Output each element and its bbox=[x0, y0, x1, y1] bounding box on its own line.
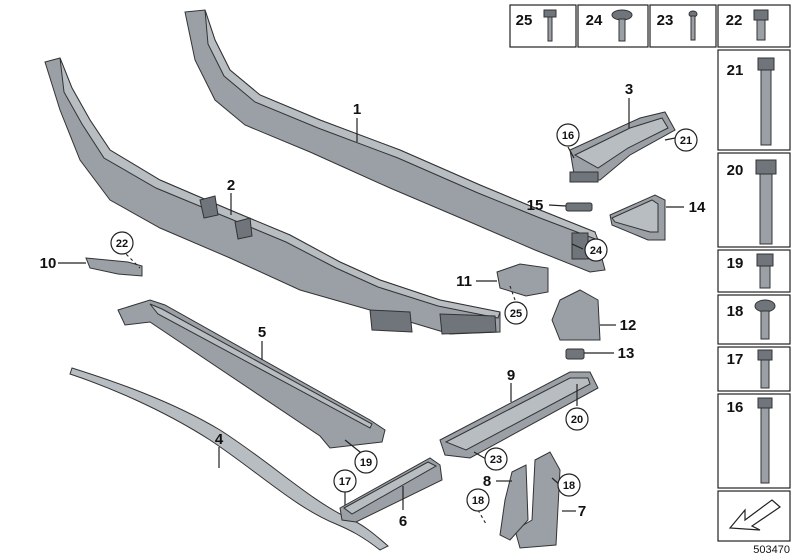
circled-ref-22: 22 bbox=[116, 238, 128, 250]
callout-10: 10 bbox=[40, 255, 57, 272]
fastener-22-number: 22 bbox=[726, 12, 743, 29]
part-7-bracket bbox=[514, 451, 561, 549]
fastener-20-number: 20 bbox=[727, 162, 744, 179]
screw-25-icon bbox=[543, 9, 557, 42]
callout-11: 11 bbox=[456, 273, 472, 290]
part-14-bracket bbox=[609, 194, 666, 241]
fastener-18-number: 18 bbox=[727, 303, 744, 320]
part-5-cross-member bbox=[117, 299, 386, 449]
arrow-icon bbox=[728, 499, 781, 531]
part-12-bracket bbox=[551, 289, 601, 341]
bolt-21-icon bbox=[757, 57, 775, 146]
part-13-clip bbox=[565, 348, 585, 360]
circled-ref-16: 16 bbox=[562, 130, 574, 142]
circled-ref-21: 21 bbox=[680, 135, 692, 147]
circled-ref-19: 19 bbox=[360, 457, 372, 469]
part-10-bracket bbox=[85, 257, 143, 277]
part-3-bracket bbox=[569, 111, 676, 183]
bolt-22-icon bbox=[753, 9, 769, 41]
fastener-16-number: 16 bbox=[727, 399, 744, 416]
part-8-bracket bbox=[499, 464, 529, 541]
circled-ref-24: 24 bbox=[590, 245, 603, 257]
callout-7: 7 bbox=[578, 503, 586, 520]
callout-6: 6 bbox=[399, 513, 407, 530]
circled-ref-17: 17 bbox=[339, 476, 351, 488]
bolt-17-icon bbox=[757, 349, 773, 389]
part-15-clip bbox=[565, 202, 593, 212]
part-6-side-carrier bbox=[339, 457, 443, 523]
fastener-table-column: 21 20 19 18 17 16 bbox=[717, 49, 791, 542]
circled-ref-23: 23 bbox=[490, 454, 502, 466]
fastener-24-number: 24 bbox=[586, 12, 603, 29]
callout-9: 9 bbox=[507, 367, 515, 384]
callout-5: 5 bbox=[258, 324, 266, 341]
document-id: 503470 bbox=[753, 544, 790, 556]
callout-14: 14 bbox=[689, 199, 706, 216]
fastener-table-top-row: 25 24 23 22 bbox=[509, 4, 791, 48]
callout-13: 13 bbox=[618, 345, 635, 362]
circled-ref-20: 20 bbox=[571, 414, 583, 426]
bolt-16-icon bbox=[757, 397, 773, 484]
callout-4: 4 bbox=[215, 431, 224, 448]
fastener-23-number: 23 bbox=[657, 12, 674, 29]
callout-3: 3 bbox=[625, 81, 633, 98]
circled-ref-18-left: 18 bbox=[472, 495, 484, 507]
callout-8: 8 bbox=[483, 473, 491, 490]
fastener-25-number: 25 bbox=[516, 12, 533, 29]
circled-ref-25: 25 bbox=[510, 308, 522, 320]
callout-1: 1 bbox=[353, 101, 361, 118]
callout-2: 2 bbox=[227, 177, 235, 194]
part-2-lower-carrier bbox=[44, 57, 501, 335]
part-9-side-carrier bbox=[439, 371, 599, 459]
rivet-23-icon bbox=[688, 10, 698, 41]
callout-15: 15 bbox=[527, 197, 544, 214]
part-11-bracket bbox=[496, 263, 549, 297]
circled-ref-18-right: 18 bbox=[563, 480, 575, 492]
screw-18-icon bbox=[754, 299, 776, 340]
fastener-17-number: 17 bbox=[727, 351, 744, 368]
fastener-19-number: 19 bbox=[727, 255, 744, 272]
bolt-20-icon bbox=[755, 159, 777, 245]
fastener-21-number: 21 bbox=[727, 62, 744, 79]
bolt-19-icon bbox=[756, 253, 774, 289]
callout-12: 12 bbox=[620, 317, 637, 334]
part-4-trim-strip bbox=[69, 367, 389, 551]
screw-24-icon bbox=[611, 9, 633, 42]
